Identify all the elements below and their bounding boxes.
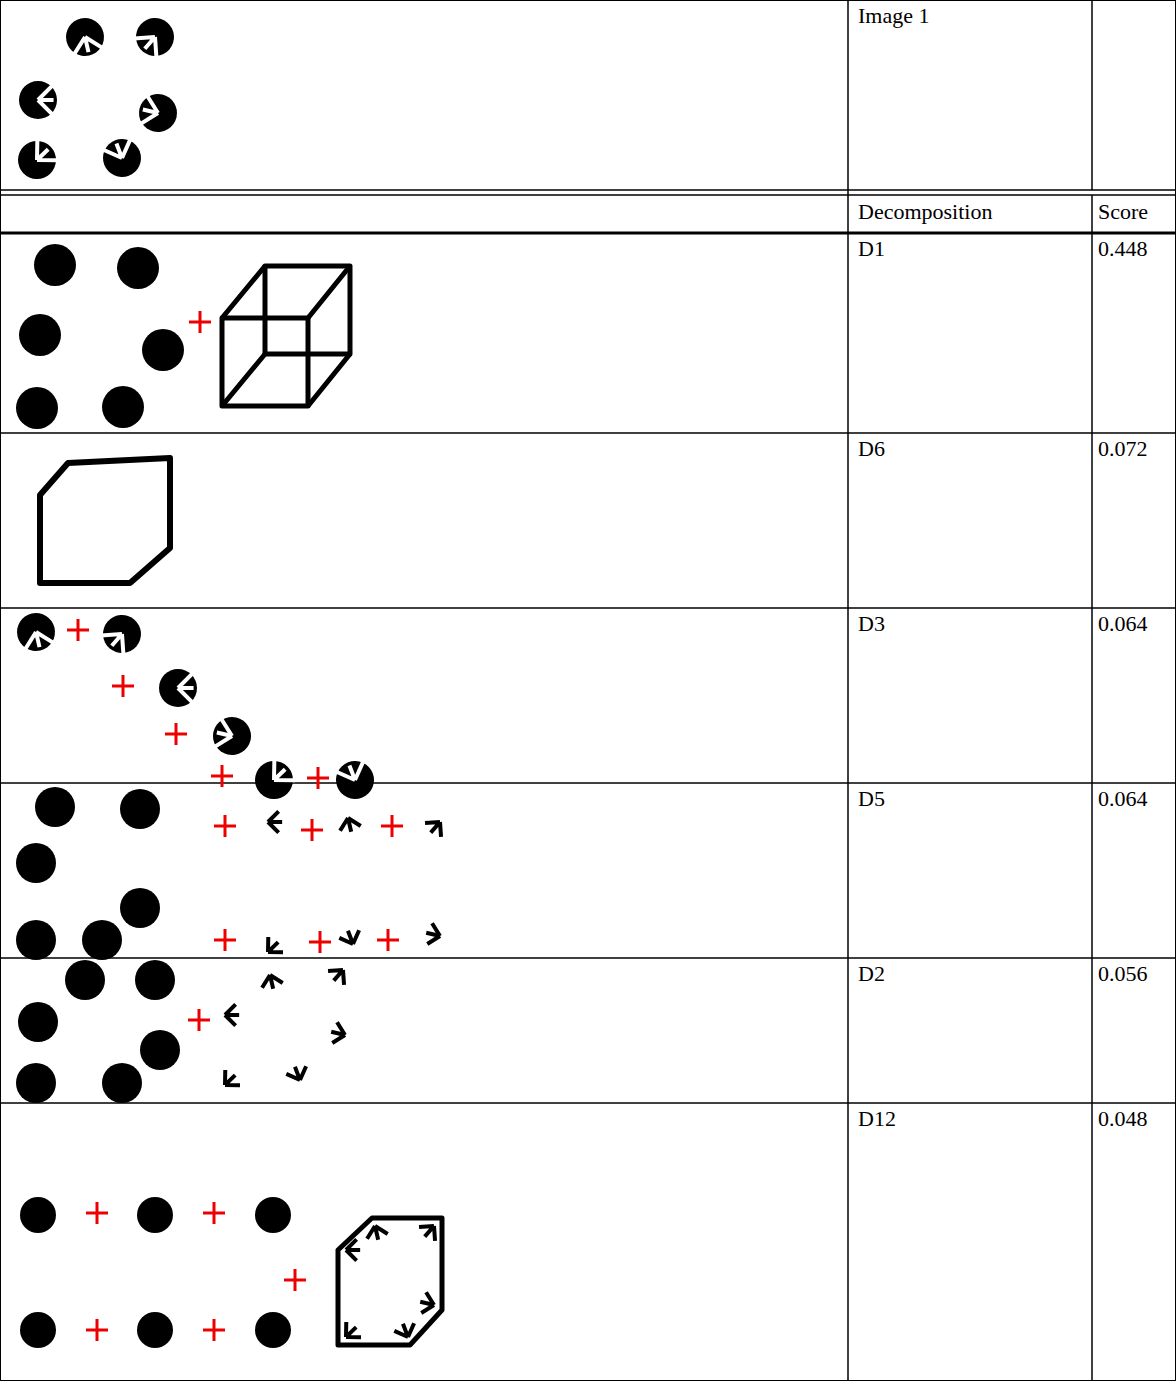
table-cell: D6 [858, 436, 885, 462]
table-cell: 0.056 [1098, 961, 1148, 987]
table-cell: D3 [858, 611, 885, 637]
table-cell: 0.064 [1098, 611, 1148, 637]
decomposition-d1 [16, 244, 350, 429]
decomposition-d6 [40, 458, 170, 583]
decomposition-d12 [20, 1197, 442, 1348]
table-cell: D12 [858, 1106, 896, 1132]
decomposition-d3 [9, 606, 381, 805]
kanizsa-cube [11, 11, 184, 183]
decomposition-d5 [16, 787, 441, 960]
table-cell: Score [1098, 199, 1148, 225]
table-cell: 0.072 [1098, 436, 1148, 462]
table-cell: D2 [858, 961, 885, 987]
table-cell: D5 [858, 786, 885, 812]
table-cell: 0.048 [1098, 1106, 1148, 1132]
table-cell: 0.064 [1098, 786, 1148, 812]
table-cell: 0.448 [1098, 236, 1148, 262]
table-cell: Image 1 [858, 3, 929, 29]
decomposition-d2 [16, 960, 345, 1103]
table-cell: D1 [858, 236, 885, 262]
table-cell: Decomposition [858, 199, 992, 225]
